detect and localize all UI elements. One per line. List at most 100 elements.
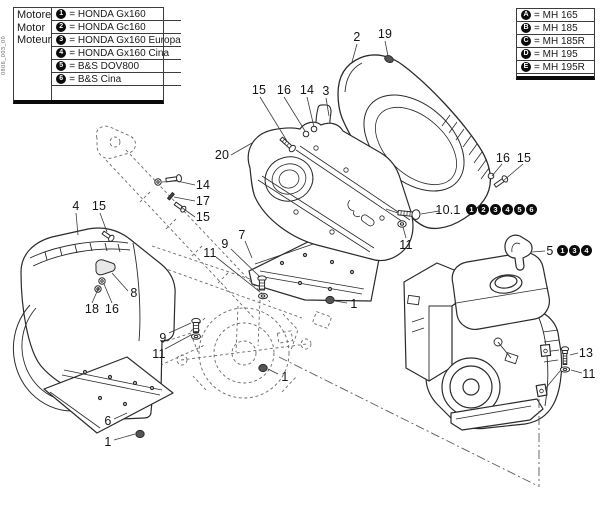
part-callout-10.1: 10.1 <box>435 203 461 217</box>
bolt-part9 <box>191 317 201 333</box>
screw-part15 <box>493 175 509 188</box>
engine-legend-row: 4= HONDA Gx160 Cina <box>52 47 181 60</box>
part-callout-20: 20 <box>214 148 230 162</box>
engine-legend-title-line: Moteur <box>17 34 52 46</box>
model-legend-row: E= MH 195R <box>517 61 594 74</box>
variant-badge: 5 <box>514 204 525 215</box>
belt-guard-plate-part20 <box>247 121 414 262</box>
centerlines <box>278 356 540 487</box>
bolt-part14 <box>165 174 182 183</box>
engine-fins <box>542 329 560 363</box>
legend-badge: B <box>521 23 531 33</box>
legend-row-text: = HONDA Gx160 <box>69 8 146 20</box>
screw-part15 <box>279 136 296 153</box>
legend-row-text: = HONDA Gx160 Europa <box>69 34 181 46</box>
variant-badge: 6 <box>526 204 537 215</box>
legend-badge: 2 <box>56 22 67 32</box>
part-callout-16: 16 <box>104 302 120 316</box>
clip-part19 <box>384 55 394 63</box>
model-legend-row: D= MH 195 <box>517 48 594 61</box>
part-callout-19: 19 <box>377 27 393 41</box>
engine-lug <box>539 343 552 357</box>
part-callout-15: 15 <box>516 151 532 165</box>
bolt-part9 <box>257 275 267 291</box>
part-callout-1: 1 <box>104 435 112 449</box>
legend-row-text: = MH 195 <box>534 48 578 60</box>
variant-badge: 4 <box>502 204 513 215</box>
cap-part1 <box>135 295 335 439</box>
part-callout-16: 16 <box>495 151 511 165</box>
legend-badge: 1 <box>56 9 67 19</box>
legend-badge: 3 <box>56 35 67 45</box>
legend-row-text: = B&S DOV800 <box>69 60 140 72</box>
part-callout-13: 13 <box>578 346 594 360</box>
part-callout-11: 11 <box>582 367 596 381</box>
part-callout-1: 1 <box>281 370 289 384</box>
bolt-part13 <box>560 346 570 365</box>
engine-legend-title-line: Motore <box>17 9 52 21</box>
leader-lines <box>75 40 583 441</box>
engine-legend-row: 6= B&S Cina <box>52 73 181 86</box>
legend-row-text: = HONDA Gx160 Cina <box>69 47 170 59</box>
part-callout-15: 15 <box>195 210 211 224</box>
part-callout-3: 3 <box>322 84 330 98</box>
engine-legend-row: 2= HONDA Gc160 <box>52 21 181 34</box>
part-callout-2: 2 <box>353 30 361 44</box>
legend-badge: 5 <box>56 61 67 71</box>
variant-badge: 4 <box>581 245 592 256</box>
part-callout-4: 4 <box>72 199 80 213</box>
engine-legend-title: Motore Motor Moteur <box>14 8 53 100</box>
legend-badge: 4 <box>56 48 67 58</box>
part-callout-15: 15 <box>251 83 267 97</box>
legend-badge: E <box>521 62 531 72</box>
variant-badge: 1 <box>466 204 477 215</box>
engine-lug <box>535 383 548 398</box>
part-callout-1: 1 <box>350 297 358 311</box>
clip-part8 <box>95 259 116 276</box>
variant-badge: 2 <box>478 204 489 215</box>
legend-row-text: = MH 195R <box>534 61 585 73</box>
engine <box>403 234 563 431</box>
part-callout-11: 11 <box>203 246 217 260</box>
part-callout-5: 5 <box>546 244 554 258</box>
screw-part15 <box>101 230 115 242</box>
engine-legend-row: 3= HONDA Gx160 Europa <box>52 34 181 47</box>
legend-badge: 6 <box>56 74 67 84</box>
part-callout-18: 18 <box>84 302 100 316</box>
engine-legend-row: 5= B&S DOV800 <box>52 60 181 73</box>
engine-legend-row: 1= HONDA Gx160 <box>52 8 181 21</box>
engine-mount-foot <box>450 398 544 431</box>
part-callout-9: 9 <box>221 237 229 251</box>
model-legend-row: B= MH 185 <box>517 22 594 35</box>
part-callout-15: 15 <box>91 199 107 213</box>
part-callout-9: 9 <box>159 331 167 345</box>
part-callout-11: 11 <box>152 347 166 361</box>
guard-plate-part6 <box>43 356 174 434</box>
part-callout-7: 7 <box>238 228 246 242</box>
washer-part16 <box>487 172 495 180</box>
nut-part14 <box>310 125 318 133</box>
variant-badge: 3 <box>569 245 580 256</box>
model-legend-row: A= MH 165 <box>517 9 594 22</box>
part-callout-14: 14 <box>195 178 211 192</box>
bolt-part10-1 <box>397 209 421 220</box>
washer-part16 <box>302 130 310 138</box>
part-callout-8: 8 <box>130 286 138 300</box>
screw-part15 <box>173 201 187 213</box>
legend-badge: D <box>521 49 531 59</box>
reference-frame-dashed <box>95 125 333 399</box>
legend-row-text: = MH 185 <box>534 22 578 34</box>
part-callout-16: 16 <box>276 83 292 97</box>
engine-legend-title-line: Motor <box>17 21 46 34</box>
part-callout-14: 14 <box>299 83 315 97</box>
hardware <box>94 55 571 439</box>
part-callout-17: 17 <box>195 194 211 208</box>
legend-row-text: = MH 185R <box>534 35 585 47</box>
